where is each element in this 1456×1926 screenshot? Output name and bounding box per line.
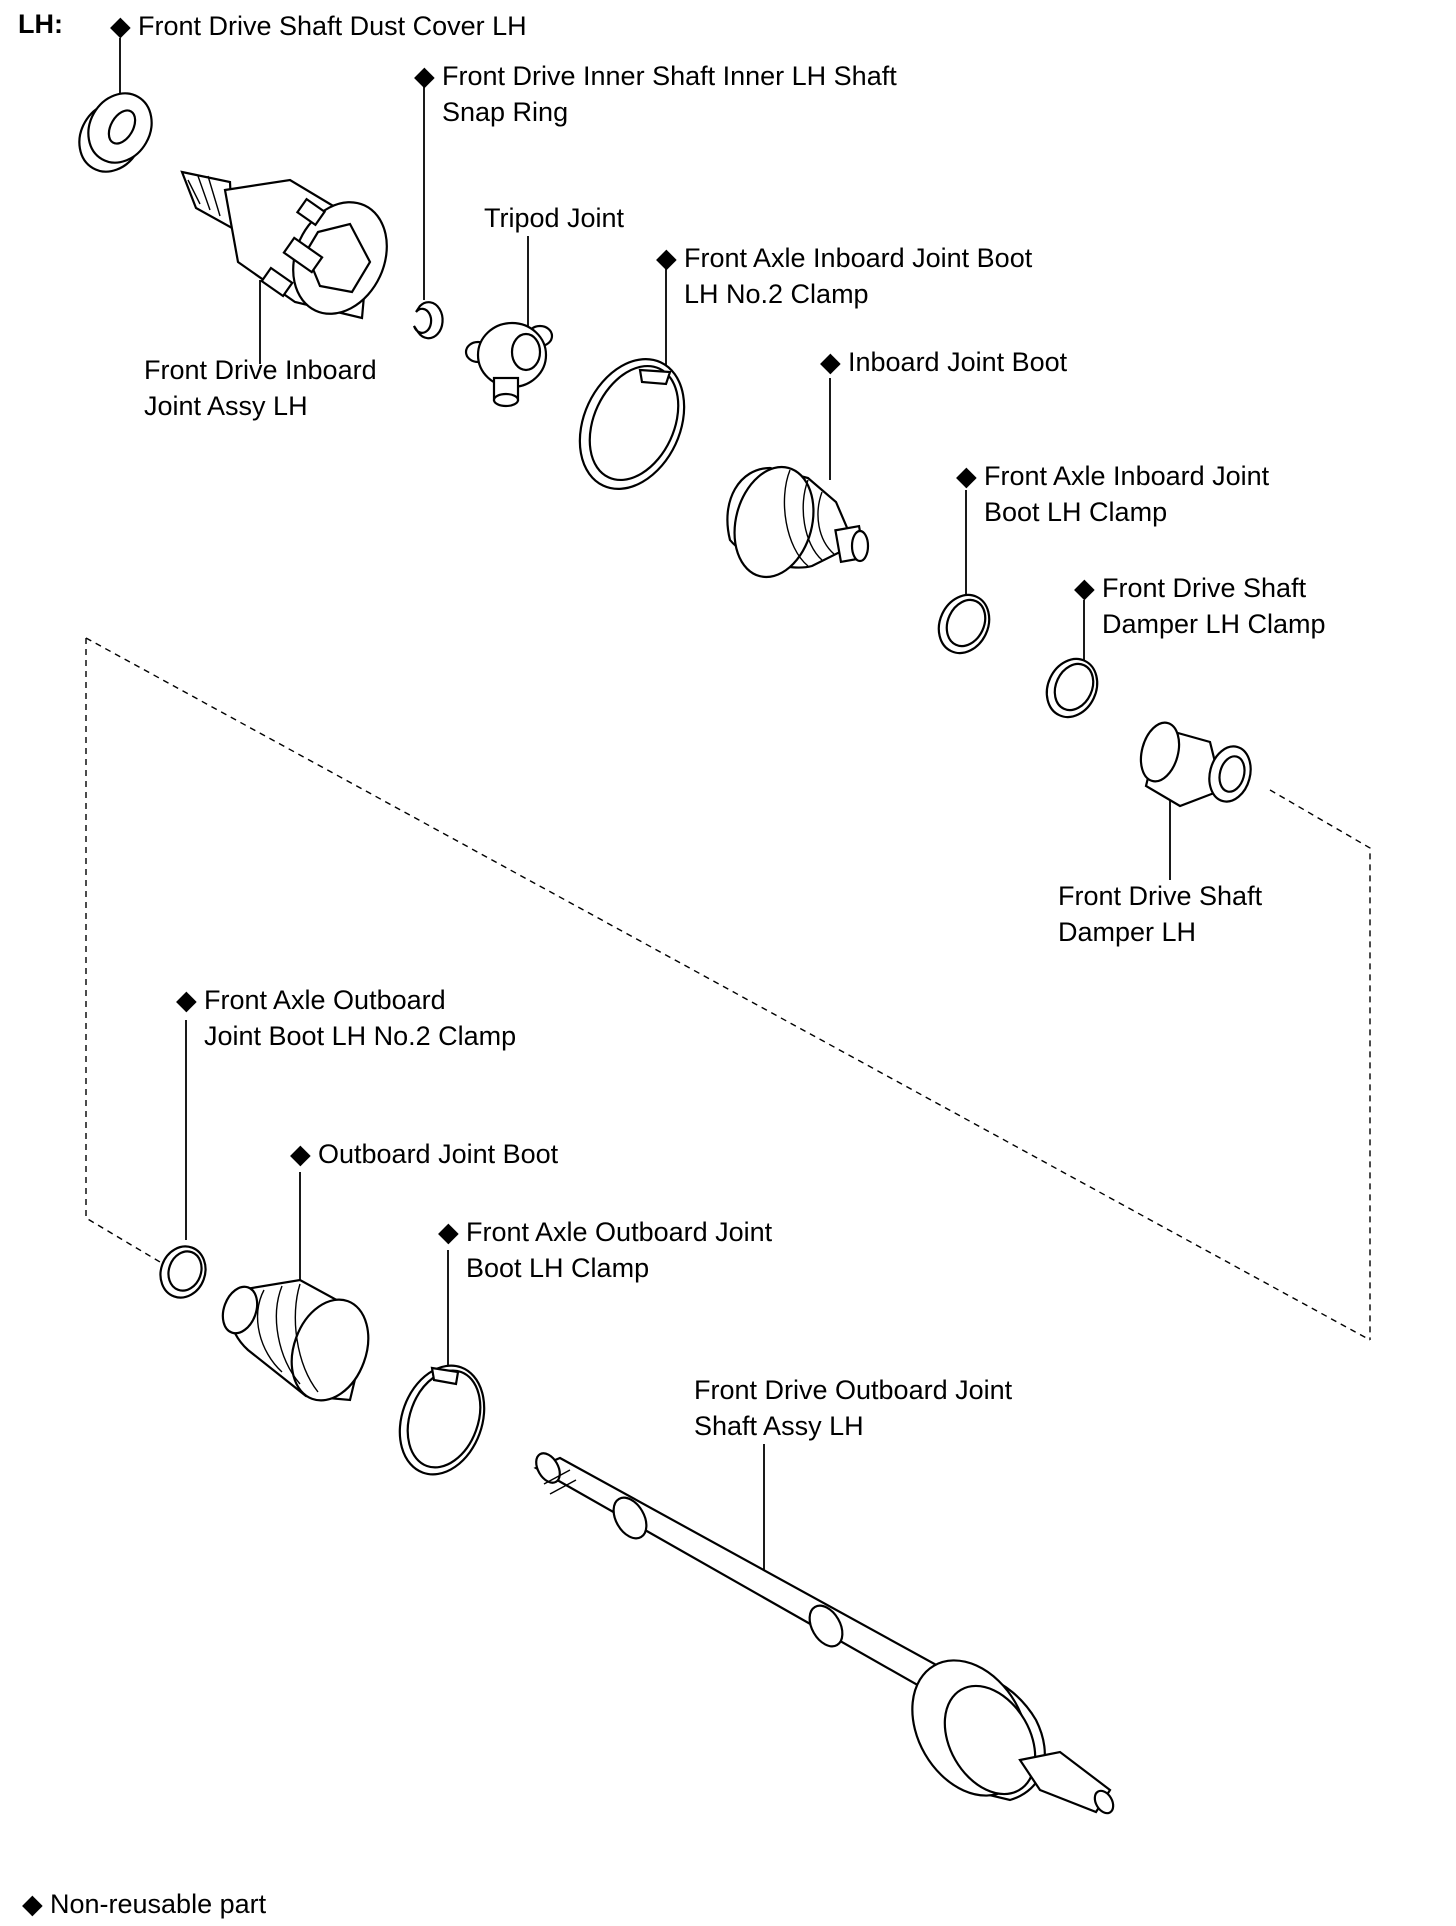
label-line: Front Drive Shaft Dust Cover LH [138, 11, 527, 41]
legend: ◆Non-reusable part [22, 1886, 266, 1922]
non-reusable-marker: ◆ [1074, 573, 1095, 603]
non-reusable-marker: ◆ [414, 61, 435, 91]
label-line: Tripod Joint [484, 203, 625, 233]
label-line: Outboard Joint Boot [318, 1139, 559, 1169]
outboard-clamp-drawing [398, 1364, 486, 1476]
label-line: Front Drive Outboard Joint [694, 1375, 1013, 1405]
label-line: LH No.2 Clamp [684, 279, 869, 309]
label-inboard-assy: Front Drive Inboard Joint Assy LH [144, 352, 377, 424]
inboard-no2-clamp-drawing [578, 358, 686, 490]
label-line: Joint Boot LH No.2 Clamp [204, 1021, 517, 1051]
non-reusable-marker: ◆ [820, 347, 841, 377]
damper-drawing [1139, 721, 1252, 808]
non-reusable-marker: ◆ [656, 243, 677, 273]
dashed-reference-frame [85, 637, 1371, 1341]
non-reusable-marker: ◆ [176, 985, 197, 1015]
dust-cover-drawing [78, 92, 153, 173]
label-line: Snap Ring [442, 97, 569, 127]
label-line: Front Axle Outboard [204, 985, 446, 1015]
label-line: Front Axle Inboard Joint Boot [684, 243, 1033, 273]
label-inboard-clamp: ◆Front Axle Inboard Joint Boot LH Clamp [956, 458, 1269, 530]
view-title: LH: [18, 9, 63, 39]
label-damper-clamp: ◆Front Drive Shaft Damper LH Clamp [1074, 570, 1326, 642]
outboard-no2-clamp-drawing [159, 1245, 207, 1299]
non-reusable-marker: ◆ [438, 1217, 459, 1247]
label-snap-ring: ◆Front Drive Inner Shaft Inner LH Shaft … [414, 58, 897, 130]
label-line: Boot LH Clamp [984, 497, 1168, 527]
legend-text: Non-reusable part [50, 1889, 267, 1919]
label-dust-cover: ◆Front Drive Shaft Dust Cover LH [110, 8, 527, 44]
label-inboard-no2-clamp: ◆Front Axle Inboard Joint Boot LH No.2 C… [656, 240, 1032, 312]
damper-clamp-drawing [1045, 657, 1099, 719]
label-tripod-joint: Tripod Joint [484, 200, 624, 236]
label-line: Front Drive Inboard [144, 355, 377, 385]
inboard-clamp-drawing [937, 593, 991, 655]
snap-ring-drawing [412, 301, 444, 340]
label-line: Damper LH Clamp [1102, 609, 1326, 639]
label-line: Front Axle Inboard Joint [984, 461, 1270, 491]
label-line: Joint Assy LH [144, 391, 308, 421]
label-line: Inboard Joint Boot [848, 347, 1068, 377]
tripod-joint-drawing [464, 321, 554, 408]
label-outboard-boot: ◆Outboard Joint Boot [290, 1136, 558, 1172]
label-line: Front Drive Shaft [1102, 573, 1307, 603]
label-outboard-clamp: ◆Front Axle Outboard Joint Boot LH Clamp [438, 1214, 772, 1286]
outboard-shaft-drawing [533, 1452, 1115, 1815]
leader-lines [119, 38, 1171, 1580]
label-inboard-boot: ◆Inboard Joint Boot [820, 344, 1067, 380]
label-line: Front Drive Shaft [1058, 881, 1263, 911]
label-line: Damper LH [1058, 917, 1197, 947]
non-reusable-marker: ◆ [290, 1139, 311, 1169]
legend-symbol: ◆ [22, 1889, 43, 1919]
label-line: Front Drive Inner Shaft Inner LH Shaft [442, 61, 897, 91]
non-reusable-marker: ◆ [956, 461, 977, 491]
outboard-boot-drawing [221, 1278, 370, 1402]
label-line: Shaft Assy LH [694, 1411, 864, 1441]
label-damper: Front Drive Shaft Damper LH [1058, 878, 1262, 950]
label-outboard-shaft: Front Drive Outboard Joint Shaft Assy LH [694, 1372, 1012, 1444]
label-line: Boot LH Clamp [466, 1253, 650, 1283]
inboard-boot-drawing [726, 465, 870, 579]
label-line: Front Axle Outboard Joint [466, 1217, 773, 1247]
label-outboard-no2-clamp: ◆Front Axle Outboard Joint Boot LH No.2 … [176, 982, 516, 1054]
non-reusable-marker: ◆ [110, 11, 131, 41]
inboard-joint-assy-drawing [180, 170, 388, 320]
